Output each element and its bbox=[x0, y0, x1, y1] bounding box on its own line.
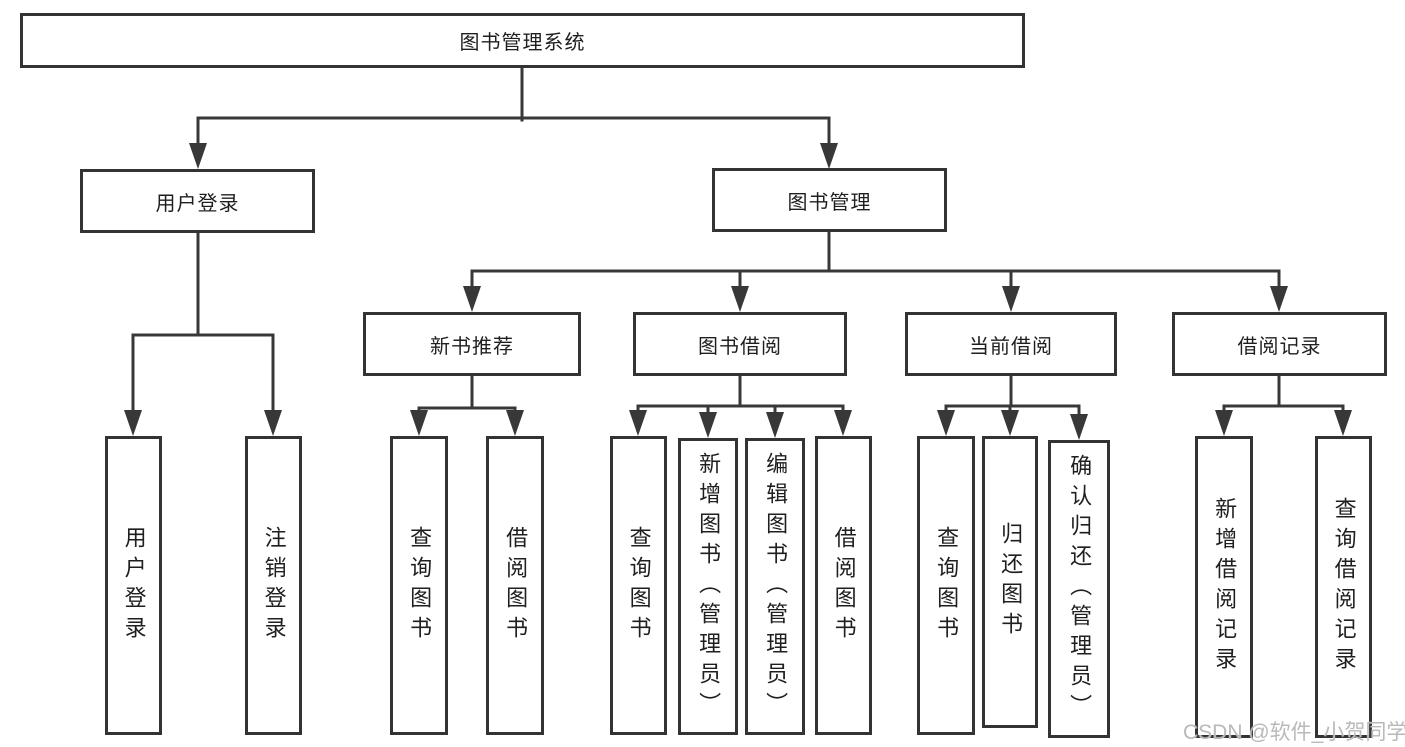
node-root: 图书管理系统 bbox=[20, 13, 1025, 68]
leaf-query-borrow-record: 查询借阅记录 bbox=[1315, 436, 1372, 738]
leaf-edit-book-admin-label: 编辑图书（管理员） bbox=[763, 451, 789, 722]
watermark-text: CSDN @软件_小贺同学 bbox=[1183, 721, 1405, 744]
leaf-borrow-book-recommend: 借阅图书 bbox=[486, 436, 544, 735]
connector-newbookrec-to-leaves bbox=[417, 372, 517, 420]
node-new-book-recommend-label: 新书推荐 bbox=[430, 335, 514, 358]
leaf-confirm-return-admin-label: 确认归还（管理员） bbox=[1067, 454, 1093, 724]
node-root-label: 图书管理系统 bbox=[459, 32, 586, 54]
leaf-borrow-book: 借阅图书 bbox=[815, 436, 872, 735]
leaf-return-book: 归还图书 bbox=[982, 436, 1038, 728]
leaf-logout-label: 注销登录 bbox=[261, 525, 287, 646]
leaf-query-book-current-label: 查询图书 bbox=[934, 525, 960, 646]
leaf-return-book-label: 归还图书 bbox=[998, 522, 1024, 642]
leaf-borrow-book-recommend-label: 借阅图书 bbox=[503, 525, 529, 646]
leaf-confirm-return-admin: 确认归还（管理员） bbox=[1048, 440, 1110, 738]
leaf-query-book-recommend: 查询图书 bbox=[390, 436, 448, 735]
leaf-user-login: 用户登录 bbox=[105, 436, 162, 735]
node-user-login-label: 用户登录 bbox=[155, 192, 240, 215]
node-current-borrow-label: 当前借阅 bbox=[969, 335, 1053, 358]
node-borrow-record-label: 借阅记录 bbox=[1237, 335, 1322, 358]
node-borrow-record: 借阅记录 bbox=[1172, 312, 1387, 376]
node-book-borrow-label: 图书借阅 bbox=[698, 335, 782, 358]
connector-root-to-level2 bbox=[196, 64, 831, 152]
leaf-query-borrow-record-label: 查询借阅记录 bbox=[1331, 497, 1357, 677]
leaf-user-login-label: 用户登录 bbox=[121, 525, 147, 646]
leaf-query-book-current: 查询图书 bbox=[917, 436, 975, 735]
connector-borrowrecord-to-leaves bbox=[1222, 372, 1345, 420]
leaf-query-book-borrow: 查询图书 bbox=[610, 436, 667, 735]
leaf-query-book-borrow-label: 查询图书 bbox=[626, 525, 652, 646]
leaf-add-borrow-record: 新增借阅记录 bbox=[1195, 436, 1253, 738]
leaf-borrow-book-label: 借阅图书 bbox=[831, 525, 857, 646]
node-book-management: 图书管理 bbox=[712, 168, 947, 232]
leaf-add-book-admin: 新增图书（管理员） bbox=[678, 438, 738, 735]
node-book-management-label: 图书管理 bbox=[787, 191, 872, 214]
leaf-edit-book-admin: 编辑图书（管理员） bbox=[745, 438, 805, 735]
node-book-borrow: 图书借阅 bbox=[633, 312, 847, 376]
leaf-query-book-recommend-label: 查询图书 bbox=[407, 525, 433, 646]
connector-userlogin-to-leaves bbox=[131, 229, 275, 420]
leaf-add-book-admin-label: 新增图书（管理员） bbox=[696, 451, 722, 722]
node-user-login: 用户登录 bbox=[80, 169, 315, 233]
node-new-book-recommend: 新书推荐 bbox=[363, 312, 581, 376]
connector-bookborrow-to-leaves bbox=[636, 372, 845, 422]
connector-bookmgmt-to-level3 bbox=[470, 228, 1281, 296]
leaf-logout: 注销登录 bbox=[245, 436, 302, 735]
leaf-add-borrow-record-label: 新增借阅记录 bbox=[1212, 497, 1238, 677]
arrowheads bbox=[124, 143, 1352, 440]
node-current-borrow: 当前借阅 bbox=[905, 312, 1117, 376]
